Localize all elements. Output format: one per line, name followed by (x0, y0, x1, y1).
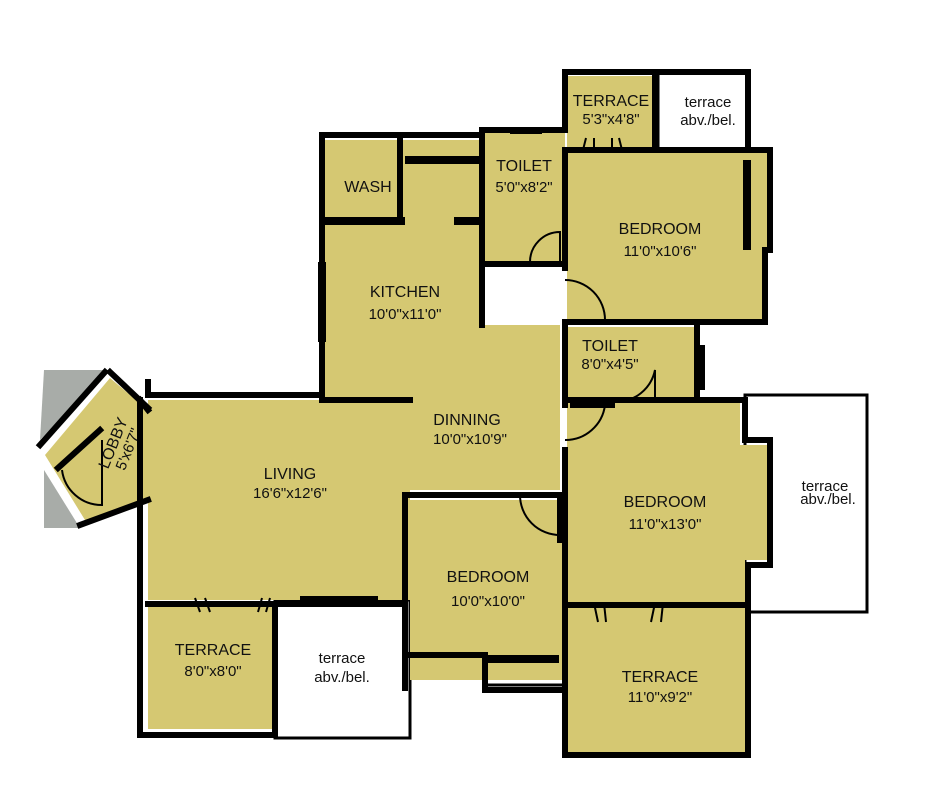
terrace-above-below-top (656, 70, 750, 152)
wash-label: WASH (344, 179, 391, 196)
dinning-size: 10'0"x10'9" (433, 431, 507, 448)
kitchen-label: KITCHEN (370, 284, 440, 301)
terrace-left-note-line1: terrace (319, 650, 366, 667)
toilet-top-label: TOILET (496, 158, 552, 175)
terrace-left-note-line2: abv./bel. (314, 669, 370, 686)
living-size: 16'6"x12'6" (253, 485, 327, 502)
terrace-right-note-line2: abv./bel. (800, 491, 856, 508)
bedroom-right-size: 11'0"x13'0" (629, 516, 702, 533)
windows (300, 127, 751, 663)
dinning-label: DINNING (433, 412, 501, 429)
terrace-top-label: TERRACE (573, 93, 649, 110)
bedroom-center-label: BEDROOM (447, 569, 530, 586)
bedroom-top-label: BEDROOM (619, 221, 702, 238)
bedroom-right-label: BEDROOM (624, 494, 707, 511)
terrace-left-label: TERRACE (175, 642, 251, 659)
room-fills (45, 76, 768, 753)
bedroom-top-size: 11'0"x10'6" (624, 243, 697, 260)
bedroom-center-size: 10'0"x10'0" (451, 593, 525, 610)
living-label: LIVING (264, 466, 316, 483)
toilet-mid-label: TOILET (582, 338, 638, 355)
doors (61, 137, 664, 623)
toilet-top-size: 5'0"x8'2" (495, 179, 552, 196)
kitchen-size: 10'0"x11'0" (369, 306, 442, 323)
toilet-mid-size: 8'0"x4'5" (581, 356, 638, 373)
walls (35, 69, 773, 758)
terrace-left-size: 8'0"x8'0" (184, 663, 241, 680)
terrace-right-note-line1: terrace (802, 478, 849, 495)
terrace-top-size: 5'3"x4'8" (582, 111, 639, 128)
terrace-top-note-line2: abv./bel. (680, 112, 736, 129)
terrace-top-note-line1: terrace (685, 94, 732, 111)
terrace-bottom-size: 11'0"x9'2" (628, 689, 692, 706)
terrace-bottom-label: TERRACE (622, 669, 698, 686)
